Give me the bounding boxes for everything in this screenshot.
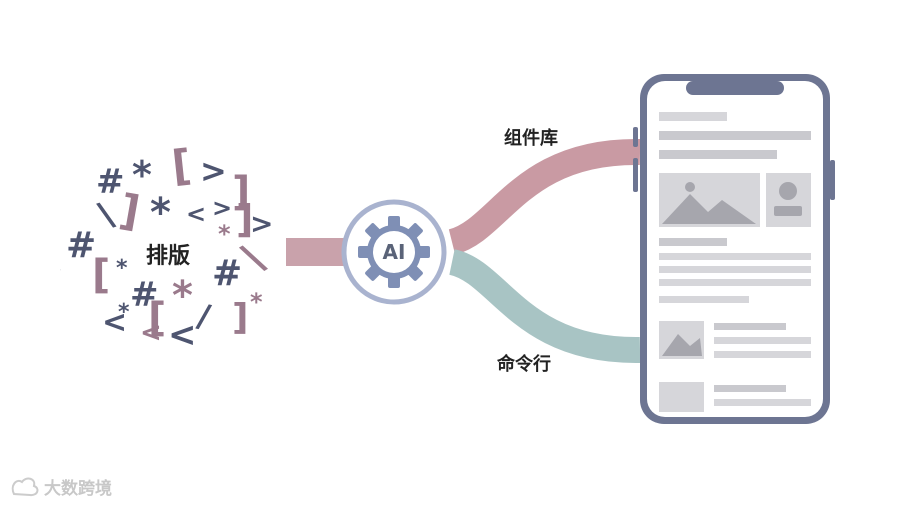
watermark: 大数跨境 xyxy=(10,474,112,499)
bottom-ribbon xyxy=(452,262,640,350)
symbol-glyph: * xyxy=(116,258,128,280)
symbol-glyph: > xyxy=(250,210,273,238)
input-bar xyxy=(286,238,348,266)
symbol-glyph: > xyxy=(200,155,227,187)
component-library-label: 组件库 xyxy=(504,124,558,150)
phone-notch xyxy=(686,81,784,95)
symbol-glyph: ] xyxy=(232,300,248,336)
layout-label: 排版 xyxy=(146,238,190,270)
symbol-glyph: > xyxy=(212,196,232,220)
symbol-glyph: [ xyxy=(92,255,110,295)
list-thumbnail-icon xyxy=(659,321,704,359)
ai-label: AI xyxy=(374,240,414,264)
symbol-glyph: * xyxy=(118,302,130,324)
symbol-glyph: * xyxy=(218,222,231,246)
watermark-text: 大数跨境 xyxy=(44,474,112,499)
symbol-glyph: # xyxy=(96,165,125,199)
symbol-glyph: * xyxy=(250,290,263,314)
symbol-glyph: < xyxy=(140,320,162,346)
watermark-logo-icon xyxy=(10,476,40,498)
symbol-glyph: < xyxy=(186,202,206,226)
top-ribbon xyxy=(452,152,640,242)
phone-mockup xyxy=(633,74,835,424)
image-placeholder-icon xyxy=(659,173,760,227)
avatar-placeholder-icon xyxy=(766,173,811,227)
command-line-label: 命令行 xyxy=(497,350,551,376)
symbol-glyph: # xyxy=(212,256,242,292)
symbol-glyph: * xyxy=(172,276,193,316)
symbol-glyph: * xyxy=(150,193,171,233)
symbol-glyph: < xyxy=(168,318,197,352)
